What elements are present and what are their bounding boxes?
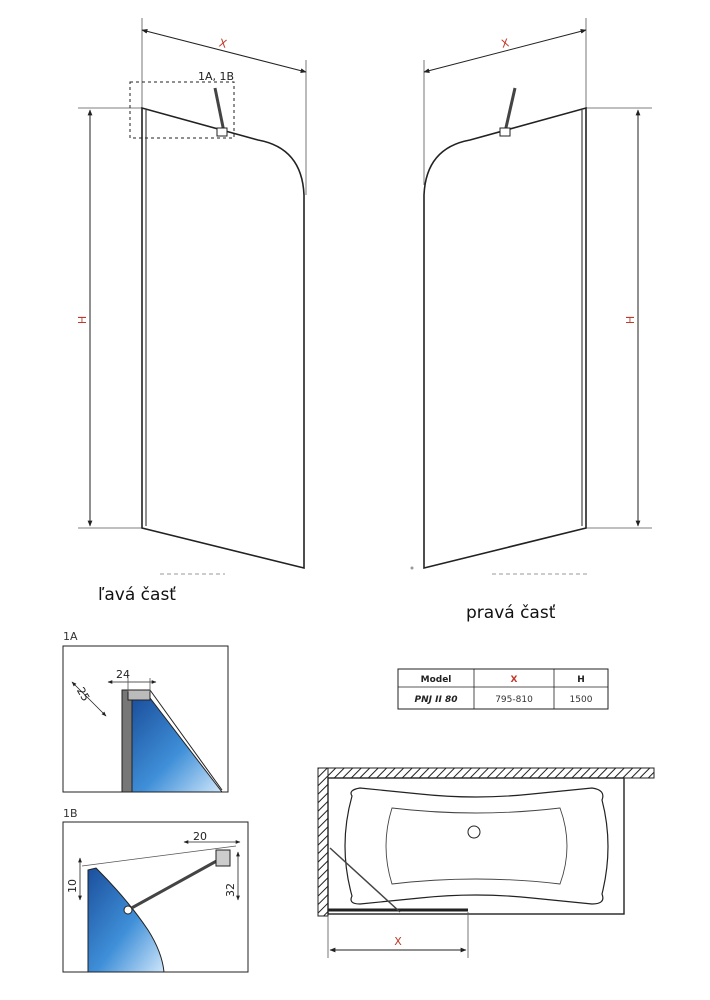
detail-1a: 1A 24 25	[62, 630, 229, 793]
drain	[467, 825, 481, 839]
table-cell-model: PNJ II 80	[415, 695, 458, 705]
detail-1a-dim-25: 25	[74, 685, 92, 704]
spec-table: Model X H PNJ II 80 795-810 1500	[397, 668, 609, 710]
bathtub-inner	[344, 787, 609, 905]
back-wall	[317, 767, 655, 779]
side-wall	[317, 767, 329, 917]
table-cell-x: 795-810	[495, 695, 533, 705]
left-caption: ľavá časť	[98, 585, 176, 605]
left-stabilizer-bar	[213, 87, 226, 133]
detail-callout-label: 1A, 1B	[198, 70, 234, 83]
right-caption: pravá časť	[466, 603, 556, 623]
detail-1b-glass	[87, 867, 165, 973]
left-height-label: H	[76, 316, 89, 324]
detail-1a-dim-24: 24	[116, 668, 130, 681]
detail-1b-dim-32: 32	[224, 883, 237, 897]
right-width-label: X	[500, 36, 511, 51]
left-width-label: X	[218, 36, 229, 51]
left-panel-view: X H 1A, 1B ľavá časť	[76, 18, 307, 605]
detail-1b-tag: 1B	[63, 807, 78, 820]
right-stabilizer-bar	[503, 87, 517, 133]
table-cell-h: 1500	[570, 695, 593, 705]
table-header-x: X	[511, 675, 518, 685]
table-header-model: Model	[421, 675, 452, 685]
right-panel-view: X H pravá časť	[410, 18, 652, 623]
table-header-h: H	[577, 675, 585, 685]
left-width-dimension-line	[141, 29, 307, 73]
detail-1b-dim-20: 20	[193, 830, 207, 843]
detail-callout-box	[129, 81, 235, 139]
detail-1a-tag: 1A	[63, 630, 78, 643]
bath-width-label: X	[394, 935, 402, 948]
right-height-label: H	[624, 316, 637, 324]
left-glass-panel	[141, 106, 305, 570]
right-width-dimension-line	[423, 29, 587, 73]
bathtub	[327, 777, 625, 915]
detail-1b-dim-10: 10	[66, 879, 79, 893]
bath-screen-stabilizer	[329, 847, 401, 913]
bath-plan-view: X	[317, 767, 655, 958]
detail-1b: 1B 20 10 32	[62, 807, 249, 973]
detail-1b-stabilizer-bar	[127, 856, 223, 912]
right-glass-panel	[423, 106, 587, 570]
